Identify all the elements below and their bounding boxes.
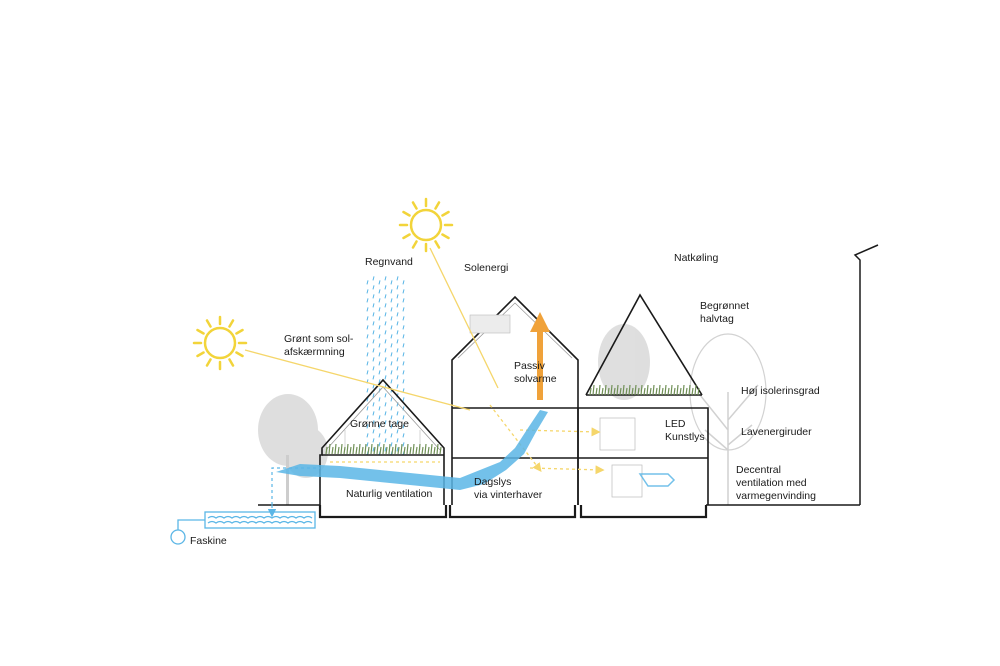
ventilation-dash xyxy=(267,467,320,518)
sun-icon xyxy=(192,315,248,371)
green-roofs xyxy=(325,384,700,455)
label-faskine: Faskine xyxy=(190,535,227,547)
foundation xyxy=(318,505,708,519)
label-regnvand: Regnvand xyxy=(365,256,413,268)
label-naturlig-ventilation: Naturlig ventilation xyxy=(346,488,433,500)
sun-icon xyxy=(398,197,454,253)
label-gronne-tage: Grønne tage xyxy=(350,418,409,430)
label-hoj-isolering: Høj isolerinsgrad xyxy=(741,385,820,397)
water-tank-icon xyxy=(170,511,316,545)
label-solenergi: Solenergi xyxy=(464,262,509,274)
moon-icon xyxy=(730,231,754,268)
ground-line xyxy=(258,244,879,506)
label-passiv-solvarme: Passiv solvarme xyxy=(514,360,557,385)
label-led-kunstlys: LED Kunstlys xyxy=(665,418,705,443)
label-dagslys: Dagslys via vinterhaver xyxy=(474,476,543,501)
label-begronnet-halvtag: Begrønnet halvtag xyxy=(700,300,750,325)
heat-arrow-icon xyxy=(530,312,550,400)
label-lavenergiruder: Lavenergiruder xyxy=(741,426,812,438)
label-decentral-ventilation: Decentral ventilation med varmegenvindin… xyxy=(736,464,816,502)
label-natkoling: Natkøling xyxy=(674,252,719,264)
air-flow-arrow-icon xyxy=(276,410,676,490)
label-gront-solafskaerming: Grønt som sol- afskærmning xyxy=(284,333,354,358)
rain-drops xyxy=(366,276,405,456)
